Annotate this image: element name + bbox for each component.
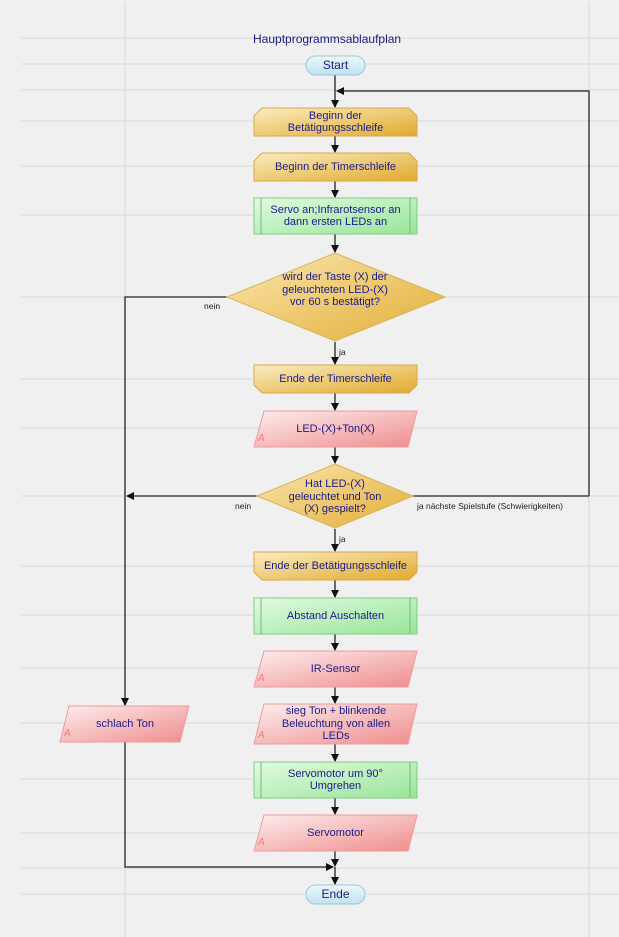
win-tone-label: sieg Ton + blinkende Beleuchtung von all…: [281, 705, 391, 743]
edge-label-d1-no: nein: [204, 301, 221, 311]
distance-off-label: Abstand Auschalten: [286, 609, 385, 622]
servomotor-label: Servomotor: [307, 826, 364, 839]
servo-rotate-label: Servomotor um 90° Umgrehen: [288, 767, 383, 793]
loop-end-timer-label: Ende der Timerschleife: [279, 372, 392, 385]
page-title: Hauptprogrammsablaufplan: [253, 32, 402, 46]
io-led-tone[interactable]: [253, 410, 418, 448]
loop-end-actuation[interactable]: [253, 551, 418, 581]
io-ir-sensor[interactable]: [253, 650, 418, 688]
decision-button[interactable]: [225, 252, 447, 342]
decision-led[interactable]: [255, 463, 415, 529]
io-bad-tone[interactable]: [59, 705, 190, 743]
io-marker: A: [258, 837, 265, 848]
start-label: Start: [322, 58, 349, 73]
edge-d1-no: [121, 296, 227, 706]
end-terminal[interactable]: [305, 884, 366, 905]
end-label: Ende: [321, 887, 350, 902]
io-marker: A: [258, 433, 265, 444]
servo-on-label: Servo an;Infrarotsensor an dann ersten L…: [270, 203, 401, 229]
edge-label-d2-yes: ja: [339, 534, 346, 544]
loop-end-actuation-label: Ende der Betätigungsschleife: [263, 559, 408, 572]
edge-bad-tone-end: [124, 742, 334, 871]
ir-sensor-label: IR-Sensor: [310, 662, 361, 675]
loop-begin-timer[interactable]: [253, 152, 418, 182]
edge-label-d1-yes: ja: [339, 347, 346, 357]
loop-begin-actuation[interactable]: [253, 107, 418, 137]
loop-end-timer[interactable]: [253, 364, 418, 394]
bad-tone-label: schlach Ton: [96, 717, 154, 730]
loop-begin-timer-label: Beginn der Timerschleife: [274, 160, 397, 173]
io-marker: A: [64, 728, 71, 739]
process-servo-on[interactable]: [253, 197, 418, 235]
edge-next-level-loop: [336, 87, 590, 496]
decision-led-label: Hat LED-(X) geleuchtet und Ton (X) gespi…: [288, 478, 382, 516]
edge-label-d2-next: ja nächste Spielstufe (Schwierigkeiten): [417, 501, 563, 511]
led-tone-label: LED-(X)+Ton(X): [296, 422, 375, 435]
process-distance-off[interactable]: [253, 597, 418, 635]
loop-begin-actuation-label: Beginn der Betätigungsschleife: [287, 109, 384, 135]
edge-label-d2-no: nein: [235, 501, 252, 511]
io-marker: A: [258, 730, 265, 741]
decision-button-label: wird der Taste (X) der geleuchteten LED-…: [282, 271, 388, 309]
io-servomotor[interactable]: [253, 814, 418, 852]
connectors: [121, 75, 590, 885]
io-win-tone[interactable]: [253, 703, 418, 745]
process-servo-rotate[interactable]: [253, 761, 418, 799]
io-marker: A: [258, 673, 265, 684]
start-terminal[interactable]: [305, 55, 366, 76]
